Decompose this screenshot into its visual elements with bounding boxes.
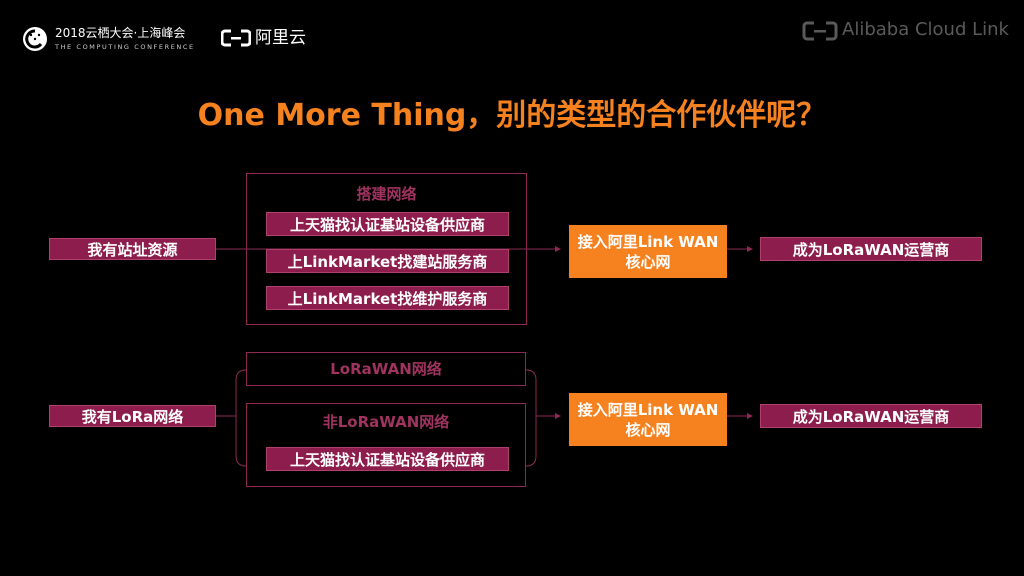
computing-conference-logo-icon xyxy=(23,27,47,51)
non-lorawan-network-title: 非LoRaWAN网络 xyxy=(322,413,450,431)
aliyun-brand-text: 阿里云 xyxy=(255,28,306,48)
option-linkmarket-maintain: 上LinkMarket找维护服务商 xyxy=(266,286,509,310)
aliyun-logo-icon xyxy=(221,29,251,47)
access-link-wan-2-line2: 核心网 xyxy=(625,420,671,439)
access-link-wan-2-line1: 接入阿里Link WAN xyxy=(577,400,719,419)
event-title: 2018云栖大会·上海峰会 xyxy=(55,26,186,40)
non-lorawan-network-group: 非LoRaWAN网络 上天猫找认证基站设备供应商 xyxy=(246,403,526,487)
build-network-group: 搭建网络 上天猫找认证基站设备供应商 上LinkMarket找建站服务商 上Li… xyxy=(246,173,527,325)
source-site-resources: 我有站址资源 xyxy=(49,238,216,260)
result-lorawan-operator-2: 成为LoRaWAN运营商 xyxy=(760,404,982,428)
option-tmall-supplier: 上天猫找认证基站设备供应商 xyxy=(266,212,509,236)
option-tmall-supplier-2: 上天猫找认证基站设备供应商 xyxy=(266,447,509,471)
slide-title: One More Thing，别的类型的合作伙伴呢？ xyxy=(197,98,827,133)
lorawan-network-group: LoRaWAN网络 xyxy=(246,352,526,386)
alibaba-cloud-link-text: Alibaba Cloud Link xyxy=(842,19,1009,40)
access-link-wan-box-2: 接入阿里Link WAN 核心网 xyxy=(569,393,727,446)
lorawan-network-title: LoRaWAN网络 xyxy=(330,360,442,378)
alibaba-cloud-logo-icon xyxy=(802,21,838,41)
build-network-title: 搭建网络 xyxy=(356,185,417,203)
access-link-wan-line2: 核心网 xyxy=(625,252,671,271)
access-link-wan-line1: 接入阿里Link WAN xyxy=(577,232,719,251)
option-linkmarket-build: 上LinkMarket找建站服务商 xyxy=(266,249,509,273)
source-lora-network: 我有LoRa网络 xyxy=(49,405,216,427)
access-link-wan-box: 接入阿里Link WAN 核心网 xyxy=(569,225,727,278)
result-lorawan-operator: 成为LoRaWAN运营商 xyxy=(760,237,982,261)
event-subtitle: THE COMPUTING CONFERENCE xyxy=(55,43,195,51)
